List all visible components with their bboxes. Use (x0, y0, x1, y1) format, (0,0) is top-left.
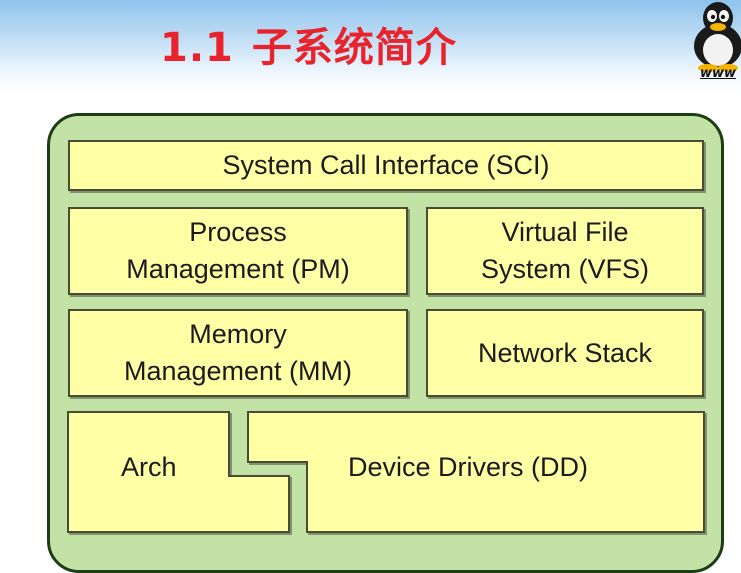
mm-label-line2: Management (MM) (123, 356, 353, 386)
network-stack-label: Network Stack (477, 337, 653, 368)
device-drivers-label: Device Drivers (DD) (348, 452, 589, 482)
system-call-interface-box: System Call Interface (SCI) (68, 140, 704, 191)
slide-title: 1.1 子系统简介 (160, 16, 457, 80)
pm-label-line1: Process (189, 217, 287, 248)
arch-label: Arch (121, 452, 177, 482)
logo-text: www (700, 66, 737, 81)
memory-management-box: Memory Management (MM) (68, 309, 408, 397)
vfs-label-line1: Virtual File (501, 217, 629, 248)
sci-label: System Call Interface (SCI) (222, 150, 550, 181)
slide-title-text: 子系统简介 (251, 25, 457, 71)
vfs-label-line2: System (VFS) (480, 254, 649, 284)
pm-label-line2: Management (PM) (126, 254, 350, 284)
virtual-file-system-box: Virtual File System (VFS) (426, 207, 704, 295)
header-band (0, 0, 741, 95)
mm-label-line1: Memory (189, 319, 287, 350)
tux-penguin-icon (694, 2, 741, 72)
slide-number: 1.1 (160, 25, 234, 71)
network-stack-box: Network Stack (426, 309, 704, 397)
process-management-box: Process Management (PM) (68, 207, 408, 295)
